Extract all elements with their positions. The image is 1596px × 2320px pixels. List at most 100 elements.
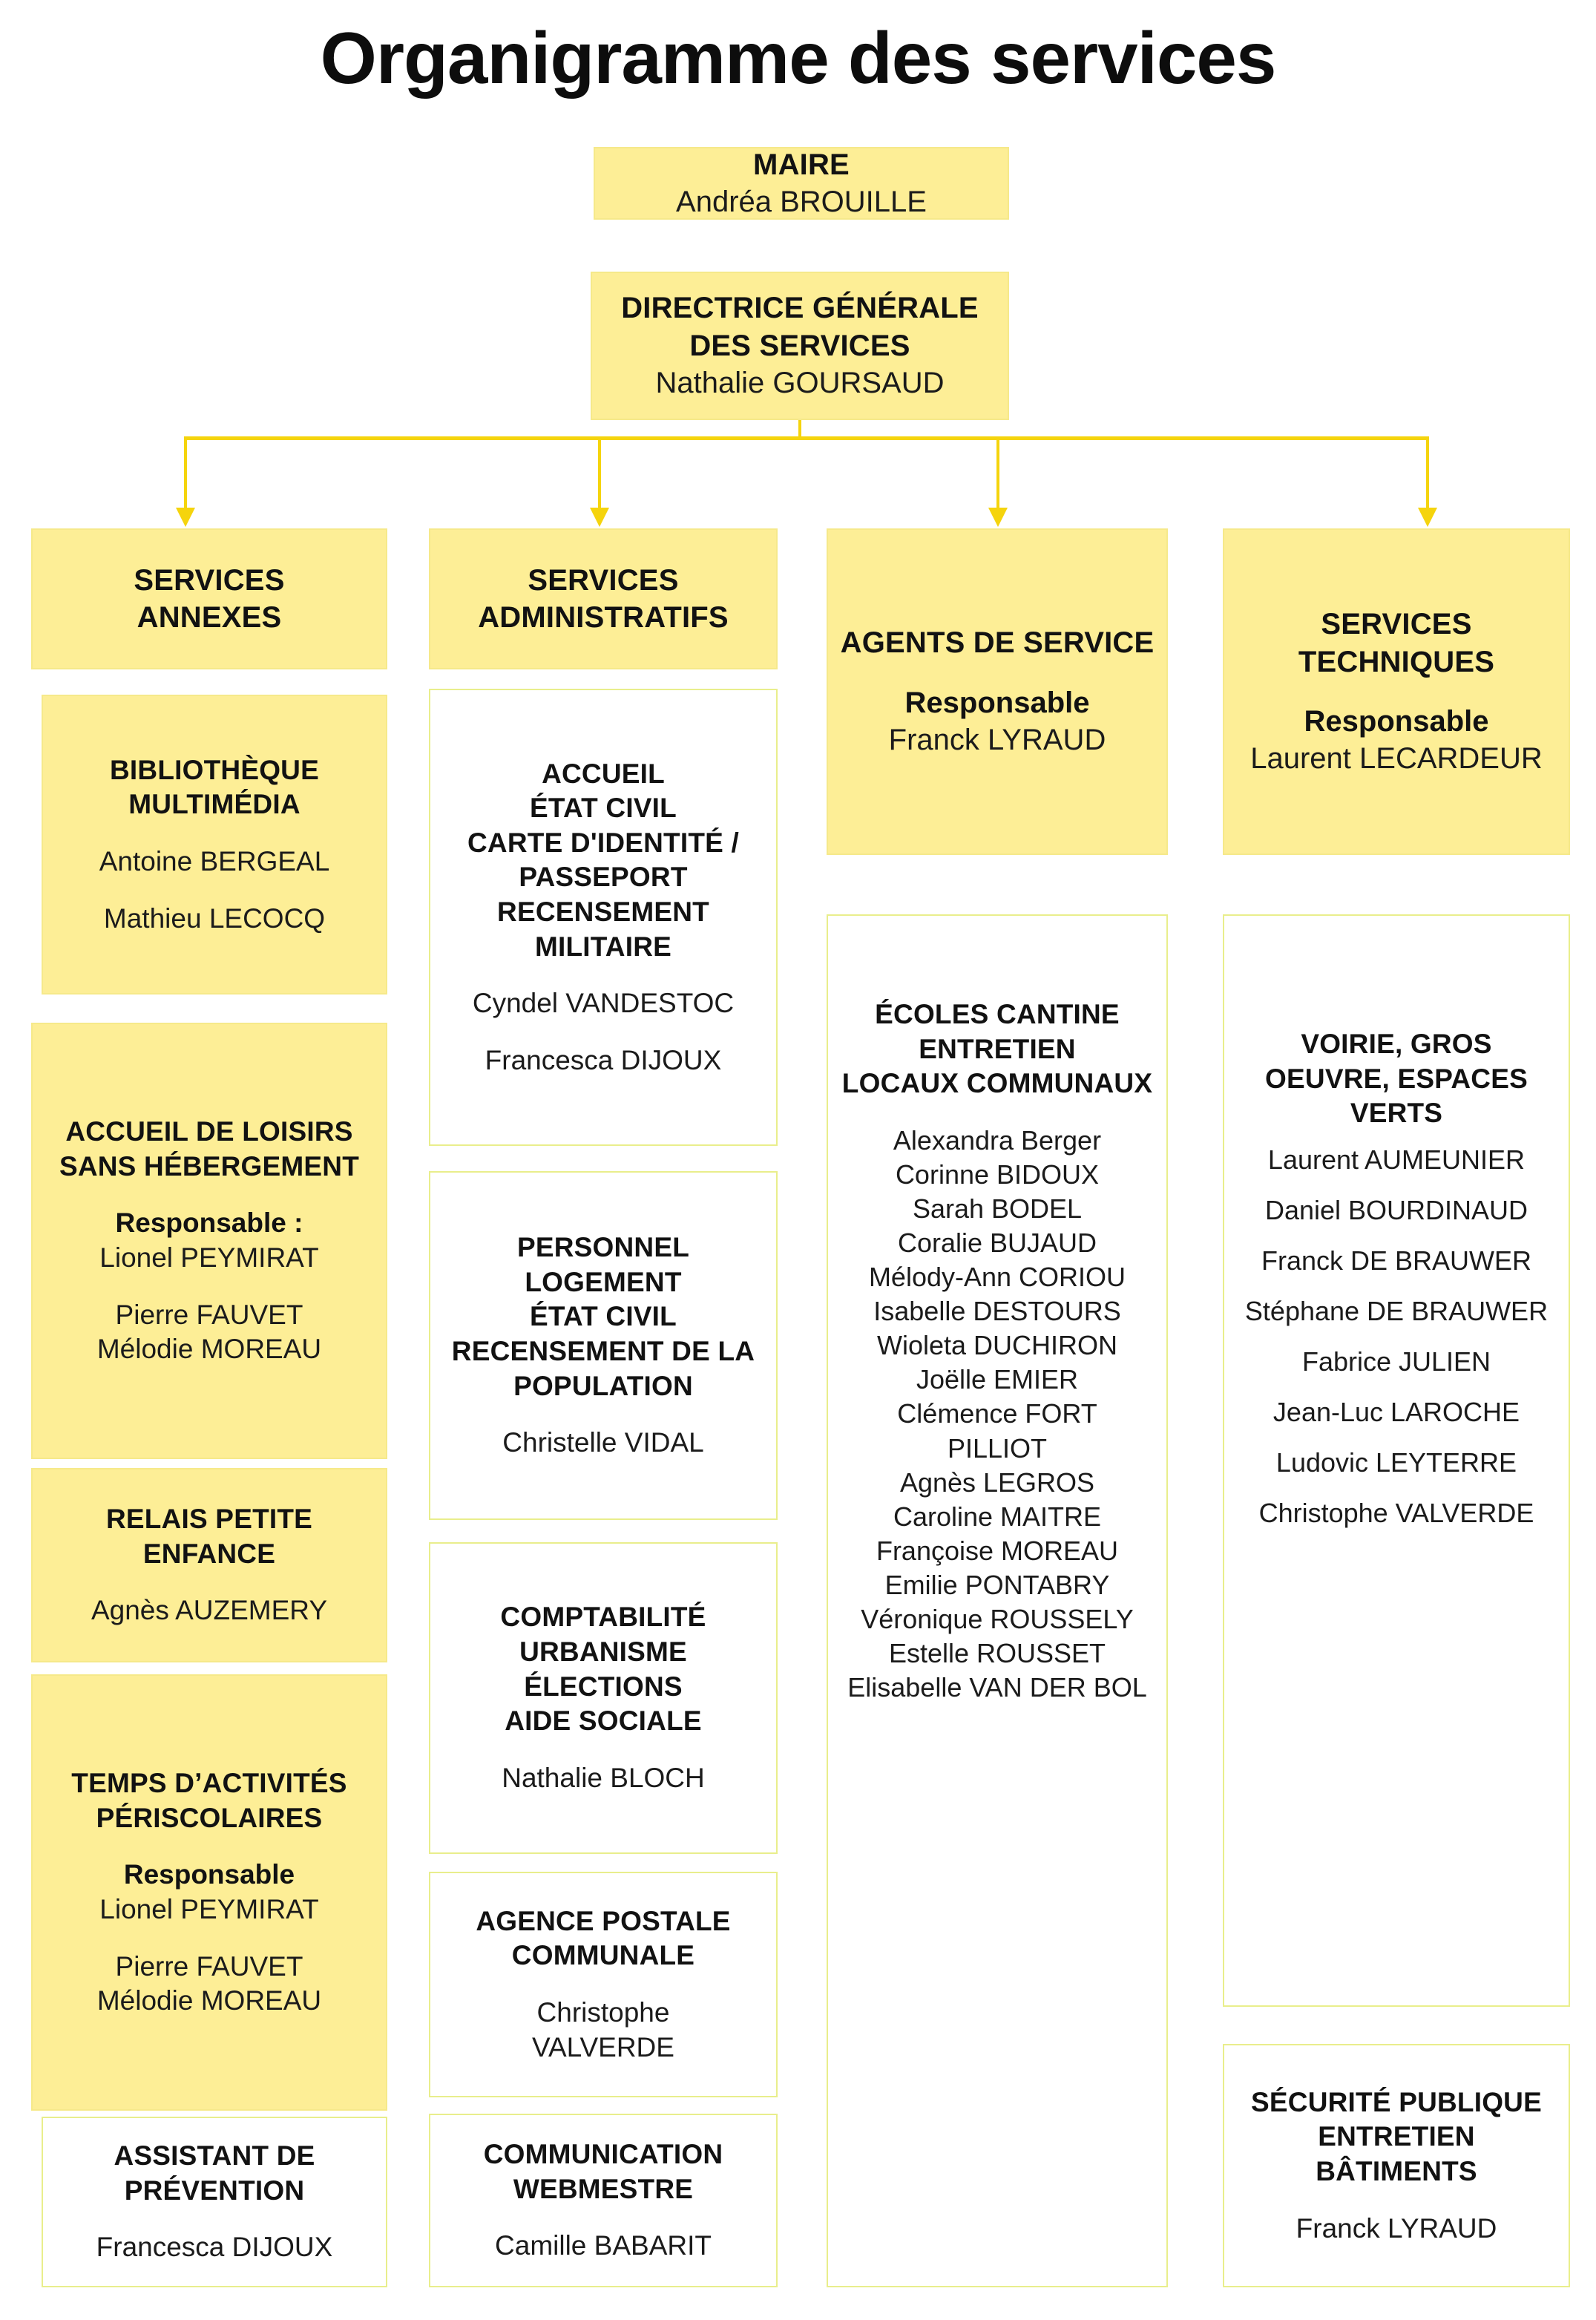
node-person: Christophe VALVERDE bbox=[1258, 1498, 1534, 1529]
node-accueil-etat-civil[interactable]: ACCUEIL ÉTAT CIVIL CARTE D'IDENTITÉ / PA… bbox=[429, 689, 778, 1146]
node-person: Ludovic LEYTERRE bbox=[1275, 1447, 1517, 1478]
dgs-role-line1: DIRECTRICE GÉNÉRALE bbox=[621, 292, 979, 325]
node-person: Véronique ROUSSELY bbox=[861, 1603, 1134, 1634]
node-temps-activites-periscolaires[interactable]: TEMPS D’ACTIVITÉS PÉRISCOLAIRES Responsa… bbox=[31, 1674, 387, 2111]
node-person: Francesca DIJOUX bbox=[485, 1044, 722, 1075]
node-person: Franck DE BRAUWER bbox=[1261, 1245, 1532, 1276]
node-title-line: ENTRETIEN bbox=[1318, 2121, 1475, 2152]
node-person: Sarah BODEL bbox=[912, 1193, 1083, 1224]
node-person: Antoine BERGEAL bbox=[99, 846, 330, 876]
node-title-line: PÉRISCOLAIRES bbox=[96, 1802, 323, 1833]
dgs-role-line2: DES SERVICES bbox=[689, 329, 910, 362]
node-title-line: VERTS bbox=[1350, 1098, 1443, 1129]
node-title-line: URBANISME bbox=[519, 1636, 687, 1668]
node-title-line: CARTE D'IDENTITÉ / bbox=[467, 827, 739, 858]
connector-dgs-stem bbox=[798, 420, 801, 436]
node-communication-webmestre[interactable]: COMMUNICATION WEBMESTRE Camille BABARIT bbox=[429, 2114, 778, 2287]
node-title-line: RECENSEMENT bbox=[497, 897, 709, 927]
col3-lead-label: Responsable bbox=[904, 686, 1090, 719]
node-person: Wioleta DUCHIRON bbox=[876, 1330, 1118, 1361]
node-title-line: TEMPS D’ACTIVITÉS bbox=[71, 1768, 347, 1799]
node-title-line: MILITAIRE bbox=[534, 931, 672, 962]
node-title-line: PRÉVENTION bbox=[124, 2175, 305, 2206]
column-header-services-techniques[interactable]: SERVICES TECHNIQUES Responsable Laurent … bbox=[1223, 528, 1570, 855]
node-title-line: OEUVRE, ESPACES bbox=[1265, 1063, 1528, 1094]
node-ecoles-cantine-entretien[interactable]: ÉCOLES CANTINE ENTRETIEN LOCAUX COMMUNAU… bbox=[827, 914, 1168, 2287]
node-personnel-logement[interactable]: PERSONNEL LOGEMENT ÉTAT CIVIL RECENSEMEN… bbox=[429, 1171, 778, 1520]
node-person: PILLIOT bbox=[947, 1432, 1048, 1464]
node-person: Joëlle EMIER bbox=[916, 1364, 1079, 1395]
dgs-name: Nathalie GOURSAUD bbox=[655, 367, 945, 400]
node-comptabilite-urbanisme[interactable]: COMPTABILITÉ URBANISME ÉLECTIONS AIDE SO… bbox=[429, 1542, 778, 1854]
column-header-agents-de-service[interactable]: AGENTS DE SERVICE Responsable Franck LYR… bbox=[827, 528, 1168, 855]
node-person: Nathalie BLOCH bbox=[502, 1762, 705, 1793]
node-title-line: LOGEMENT bbox=[525, 1266, 682, 1297]
col3-lead-name: Franck LYRAUD bbox=[888, 724, 1106, 757]
node-person: Pierre FAUVET bbox=[115, 1299, 303, 1330]
node-title-line: MULTIMÉDIA bbox=[128, 789, 301, 820]
node-agence-postale-communale[interactable]: AGENCE POSTALE COMMUNALE Christophe VALV… bbox=[429, 1872, 778, 2097]
node-title-line: VOIRIE, GROS bbox=[1301, 1029, 1492, 1059]
connector-drop-col1 bbox=[184, 436, 187, 511]
col3-header-line1: AGENTS DE SERVICE bbox=[840, 626, 1155, 660]
maire-name: Andréa BROUILLE bbox=[676, 186, 927, 218]
node-person: Laurent AUMEUNIER bbox=[1267, 1144, 1526, 1175]
node-title-line: ÉCOLES CANTINE bbox=[875, 999, 1120, 1029]
node-relais-petite-enfance[interactable]: RELAIS PETITE ENFANCE Agnès AUZEMERY bbox=[31, 1468, 387, 1662]
node-securite-publique-entretien-batiments[interactable]: SÉCURITÉ PUBLIQUE ENTRETIEN BÂTIMENTS Fr… bbox=[1223, 2044, 1570, 2287]
col2-header-line1: SERVICES bbox=[528, 563, 679, 597]
node-person-list: Alexandra Berger Corinne BIDOUX Sarah BO… bbox=[835, 1124, 1159, 1705]
node-maire[interactable]: MAIRE Andréa BROUILLE bbox=[594, 147, 1009, 220]
node-person: Francesca DIJOUX bbox=[96, 2232, 333, 2263]
node-person: Mathieu LECOCQ bbox=[103, 902, 326, 934]
node-directrice-generale-des-services[interactable]: DIRECTRICE GÉNÉRALE DES SERVICES Nathali… bbox=[591, 272, 1009, 420]
node-title-line: ÉTAT CIVIL bbox=[530, 793, 677, 824]
node-title-line: ASSISTANT DE bbox=[114, 2140, 315, 2172]
node-bibliotheque-multimedia[interactable]: BIBLIOTHÈQUE MULTIMÉDIA Antoine BERGEAL … bbox=[42, 695, 387, 994]
node-person: Jean-Luc LAROCHE bbox=[1272, 1397, 1520, 1428]
node-accueil-de-loisirs-sans-hebergement[interactable]: ACCUEIL DE LOISIRS SANS HÉBERGEMENT Resp… bbox=[31, 1023, 387, 1459]
column-header-services-annexes[interactable]: SERVICES ANNEXES bbox=[31, 528, 387, 669]
node-title-line: BÂTIMENTS bbox=[1316, 2156, 1477, 2186]
node-title-line: AGENCE POSTALE bbox=[476, 1905, 731, 1936]
col4-header-line1: SERVICES bbox=[1321, 608, 1472, 641]
node-title-line: PERSONNEL bbox=[516, 1232, 690, 1263]
connector-drop-col4 bbox=[1426, 436, 1429, 511]
node-person: Christophe bbox=[536, 1997, 670, 2028]
col1-header-line1: SERVICES bbox=[134, 563, 285, 597]
node-title-line: WEBMESTRE bbox=[513, 2173, 694, 2204]
node-person: Agnès LEGROS bbox=[899, 1467, 1095, 1498]
node-person: Elisabelle VAN DER BOL bbox=[847, 1672, 1147, 1703]
arrow-down-col3 bbox=[988, 508, 1008, 527]
maire-role: MAIRE bbox=[753, 148, 850, 181]
node-person: Clémence FORT bbox=[897, 1398, 1097, 1429]
node-lead-name: Lionel PEYMIRAT bbox=[99, 1242, 319, 1273]
node-title-line: ENTRETIEN bbox=[919, 1033, 1076, 1064]
node-title-line: AIDE SOCIALE bbox=[505, 1705, 702, 1737]
node-person: Pierre FAUVET bbox=[115, 1950, 303, 1982]
node-person: Mélodie MOREAU bbox=[96, 1985, 322, 2016]
node-voirie-gros-oeuvre-espaces-verts[interactable]: VOIRIE, GROS OEUVRE, ESPACES VERTS Laure… bbox=[1223, 914, 1570, 2007]
node-title-line: RELAIS PETITE bbox=[105, 1504, 313, 1535]
node-person: Agnès AUZEMERY bbox=[91, 1595, 328, 1626]
node-person: Alexandra Berger bbox=[893, 1124, 1102, 1156]
node-title-line: COMMUNICATION bbox=[483, 2139, 723, 2170]
node-title-line: ACCUEIL bbox=[542, 758, 665, 789]
node-lead-name: Lionel PEYMIRAT bbox=[99, 1894, 319, 1924]
node-assistant-de-prevention[interactable]: ASSISTANT DE PRÉVENTION Francesca DIJOUX bbox=[42, 2117, 387, 2287]
node-title-line: BIBLIOTHÈQUE bbox=[110, 754, 319, 785]
node-title-line: ÉLECTIONS bbox=[524, 1671, 683, 1702]
column-header-services-administratifs[interactable]: SERVICES ADMINISTRATIFS bbox=[429, 528, 778, 669]
node-person: Stéphane DE BRAUWER bbox=[1244, 1296, 1549, 1327]
node-person: Camille BABARIT bbox=[495, 2230, 712, 2261]
node-person: Franck LYRAUD bbox=[1295, 2212, 1497, 2244]
node-title-line: ENFANCE bbox=[142, 1538, 276, 1569]
arrow-down-col1 bbox=[176, 508, 195, 527]
node-person: Daniel BOURDINAUD bbox=[1264, 1194, 1528, 1225]
col2-header-line2: ADMINISTRATIFS bbox=[478, 601, 729, 634]
node-person: Mélody-Ann CORIOU bbox=[868, 1262, 1126, 1293]
node-lead-label: Responsable bbox=[123, 1859, 295, 1890]
node-person: Emilie PONTABRY bbox=[884, 1569, 1110, 1600]
col4-lead-name: Laurent LECARDEUR bbox=[1250, 742, 1543, 776]
node-title-line: ACCUEIL DE LOISIRS bbox=[65, 1116, 353, 1147]
